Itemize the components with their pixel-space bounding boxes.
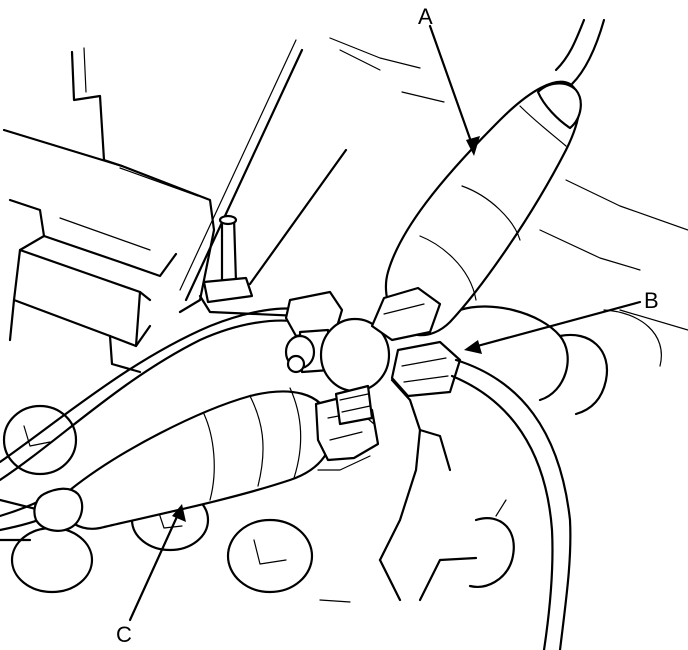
background-housing (0, 37, 688, 603)
callout-label-c: C (116, 622, 132, 647)
leader-line-c (128, 508, 182, 622)
leader-lines (128, 24, 642, 622)
arrowhead-c (172, 504, 186, 522)
arrowhead-b (464, 340, 482, 354)
callout-label-a: A (418, 4, 433, 29)
bracket-bolt (198, 214, 302, 318)
clamp-a (370, 18, 606, 342)
leader-line-a (428, 24, 476, 152)
clamp-b (390, 340, 572, 650)
leader-line-b (468, 300, 642, 350)
terminal-junction (284, 290, 391, 426)
callout-label-b: B (644, 288, 659, 313)
arrowhead-a (466, 136, 480, 156)
